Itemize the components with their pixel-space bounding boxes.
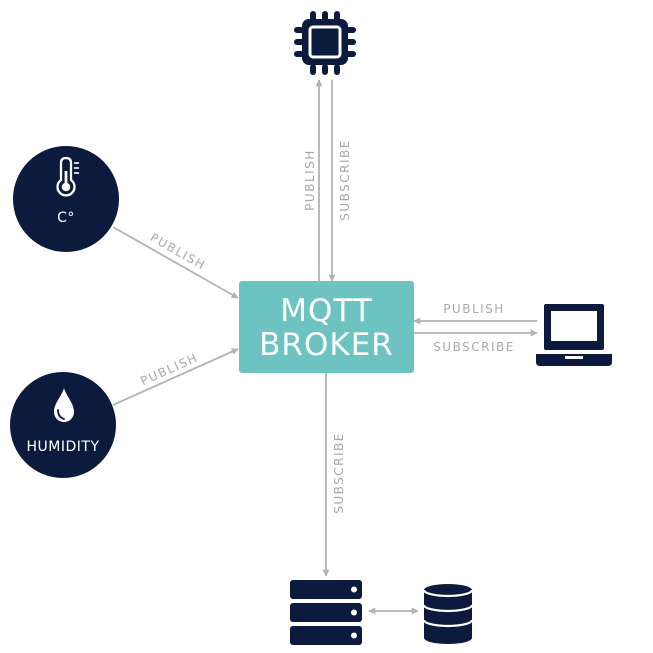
arrow-temperature-to-broker — [112, 226, 239, 299]
chip-subscribe-label: SUBSCRIBE — [338, 139, 352, 221]
server-subscribe-label: SUBSCRIBE — [332, 432, 346, 514]
chip-publish-label: PUBLISH — [303, 149, 317, 211]
broker-title-line2: BROKER — [259, 327, 394, 363]
temperature-node-circle — [13, 146, 119, 252]
laptop-publish-label: PUBLISH — [443, 302, 505, 316]
temperature-sensor-node: C° — [13, 146, 119, 252]
database-icon — [422, 584, 474, 644]
humidity-label: HUMIDITY — [27, 439, 100, 455]
laptop-icon — [536, 304, 612, 366]
connectors — [112, 79, 538, 615]
thermometer-icon — [56, 156, 79, 197]
microchip-icon — [294, 11, 356, 75]
humidity-node-circle — [10, 372, 116, 478]
mqtt-broker: MQTT BROKER — [239, 281, 414, 373]
server-icon — [290, 580, 362, 645]
water-drop-icon — [54, 388, 74, 422]
humidity-sensor-node: HUMIDITY — [10, 372, 116, 478]
broker-box — [239, 281, 414, 373]
laptop-subscribe-label: SUBSCRIBE — [433, 340, 515, 354]
arrow-humidity-to-broker — [112, 348, 239, 406]
broker-title-line1: MQTT — [280, 293, 373, 329]
temperature-label: C° — [57, 210, 75, 226]
